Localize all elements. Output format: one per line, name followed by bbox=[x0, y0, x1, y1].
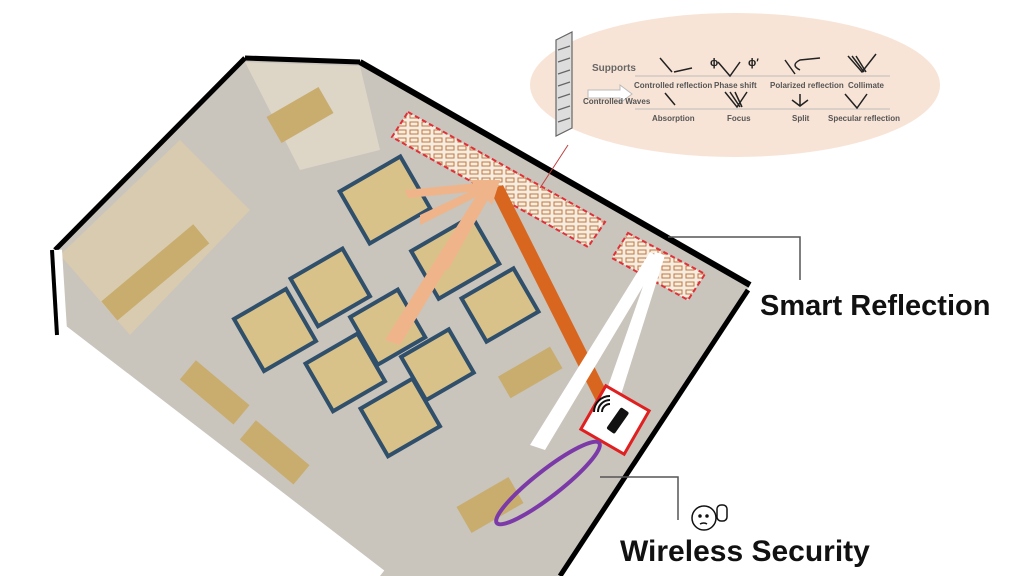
func-absorption: Absorption bbox=[652, 114, 695, 123]
router-wifi-icon bbox=[606, 407, 629, 434]
beam-white-1 bbox=[530, 252, 660, 450]
furniture bbox=[101, 87, 563, 533]
inset-baselines bbox=[635, 75, 890, 110]
face-hand-icon bbox=[691, 504, 728, 531]
supports-label: Supports bbox=[592, 63, 636, 74]
smart-surface-panel-1 bbox=[390, 110, 607, 249]
func-focus: Focus bbox=[727, 114, 751, 123]
beam-white-2 bbox=[605, 252, 665, 398]
func-split: Split bbox=[792, 114, 810, 123]
wifi-waves-icon bbox=[593, 395, 611, 413]
right-lower-wall bbox=[557, 288, 751, 576]
beam-reflected-3 bbox=[405, 182, 490, 198]
wireless-security-label: Wireless Security bbox=[620, 535, 870, 568]
controlled-waves-arrow bbox=[587, 84, 633, 104]
controlled-waves-label: Controlled Waves bbox=[583, 97, 651, 106]
right-wall bbox=[358, 59, 752, 288]
beam-reflected-4 bbox=[440, 186, 492, 270]
arrowhead bbox=[470, 180, 500, 205]
metasurface-icon bbox=[555, 31, 573, 137]
inset-bubble bbox=[530, 13, 940, 157]
phi-prime-symbol: ϕ′ bbox=[748, 57, 759, 69]
security-ellipse bbox=[494, 439, 602, 527]
smart-reflection-label: Smart Reflection bbox=[760, 290, 991, 322]
meeting-room-floor bbox=[60, 140, 250, 335]
smart-reflection-callout-line bbox=[668, 236, 801, 280]
beam-incident bbox=[490, 185, 610, 405]
func-phase-shift: Phase shift bbox=[714, 81, 757, 90]
wave-arrow-icons bbox=[659, 53, 877, 110]
phi-symbol: ϕ bbox=[710, 57, 719, 69]
inset-pointer-line bbox=[539, 144, 569, 189]
func-collimate: Collimate bbox=[848, 81, 885, 90]
office-walls bbox=[53, 56, 247, 252]
wireless-security-callout-line bbox=[600, 476, 679, 520]
reflection-beams bbox=[385, 180, 665, 450]
func-polarized-reflection: Polarized reflection bbox=[770, 81, 844, 90]
desk-clusters bbox=[231, 153, 542, 459]
func-controlled-reflection: Controlled reflection bbox=[634, 81, 713, 90]
left-wall bbox=[48, 249, 385, 576]
left-wall-edge bbox=[50, 249, 59, 336]
router-box bbox=[578, 383, 652, 457]
top-wall bbox=[244, 55, 361, 65]
func-specular-reflection: Specular reflection bbox=[828, 114, 901, 123]
beam-reflected-2 bbox=[420, 183, 490, 225]
